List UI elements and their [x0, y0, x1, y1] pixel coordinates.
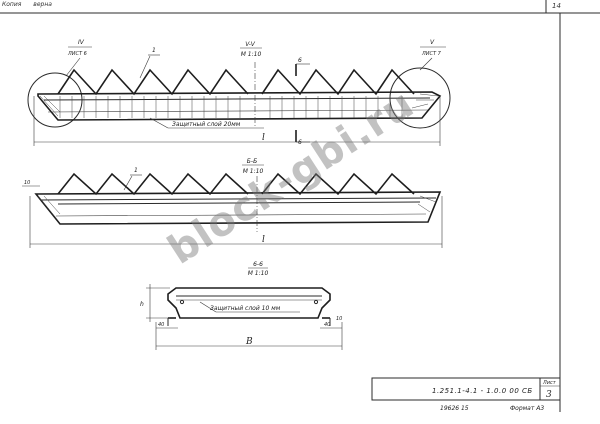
callout-left-sheet: ЛИСТ 6	[67, 51, 87, 57]
pos-mark-middle: 1	[134, 167, 138, 174]
section-mark-b: 6	[298, 139, 302, 146]
view-top: V-V M 1:10 IV ЛИСТ 6 V ЛИСТ 7 1	[27, 39, 451, 146]
title-block: 1.251.1-4.1 - 1.0.0 00 СБ Лист 3 19626 1…	[371, 377, 561, 412]
protective-layer-section: Защитный слой 10 мм	[210, 305, 281, 312]
section-mark-a: 6	[298, 57, 302, 64]
protective-layer-top: Защитный слой 20мм	[172, 121, 241, 128]
left-dim-section: 40	[158, 322, 164, 328]
beam-outline-middle	[34, 191, 442, 225]
verified-label: верна	[33, 1, 52, 8]
sawtooth-right-middle	[261, 172, 415, 196]
footer-left: 19626 15	[440, 405, 469, 412]
beam-outline-top	[37, 91, 442, 121]
view-top-scale: M 1:10	[241, 51, 262, 58]
callout-right-sheet: ЛИСТ 7	[421, 51, 442, 57]
copy-stamp: Копия верна	[2, 1, 62, 8]
length-dim-middle: l	[262, 235, 265, 245]
left-dim-middle: 10	[24, 180, 30, 186]
height-dim: h	[140, 301, 144, 308]
width-dim: B	[245, 337, 253, 347]
section-scale: M 1:10	[248, 270, 269, 277]
view-middle: Б-Б M 1:10 1 10 l	[22, 158, 443, 248]
copy-label: Копия	[2, 1, 22, 8]
sheet-label: Лист	[542, 380, 557, 386]
section-view: 6-6 M 1:10 h Защитный слой 10 мм 40	[140, 261, 342, 350]
sheet-number: 3	[546, 390, 552, 400]
view-middle-scale: M 1:10	[243, 168, 264, 175]
right-dim-section: 40	[324, 322, 330, 328]
pos-mark-top: 1	[152, 47, 156, 54]
sawtooth-left-top	[57, 68, 249, 96]
page-number: 14	[552, 2, 561, 10]
stirrups-top	[59, 96, 403, 118]
length-dim-top: l	[262, 133, 265, 143]
section-outline	[167, 287, 331, 319]
sawtooth-left-middle	[57, 172, 249, 196]
footer-right: Формат А3	[510, 405, 544, 412]
section-title: 6-6	[253, 261, 263, 268]
callout-left-num: IV	[78, 39, 85, 46]
right-offset-section: 10	[336, 316, 342, 322]
drawing-code: 1.251.1-4.1 - 1.0.0 00 СБ	[432, 387, 533, 395]
view-middle-title: Б-Б	[247, 158, 257, 165]
sawtooth-right-top	[261, 68, 415, 96]
callout-right-num: V	[430, 39, 435, 46]
view-top-title: V-V	[245, 41, 256, 48]
